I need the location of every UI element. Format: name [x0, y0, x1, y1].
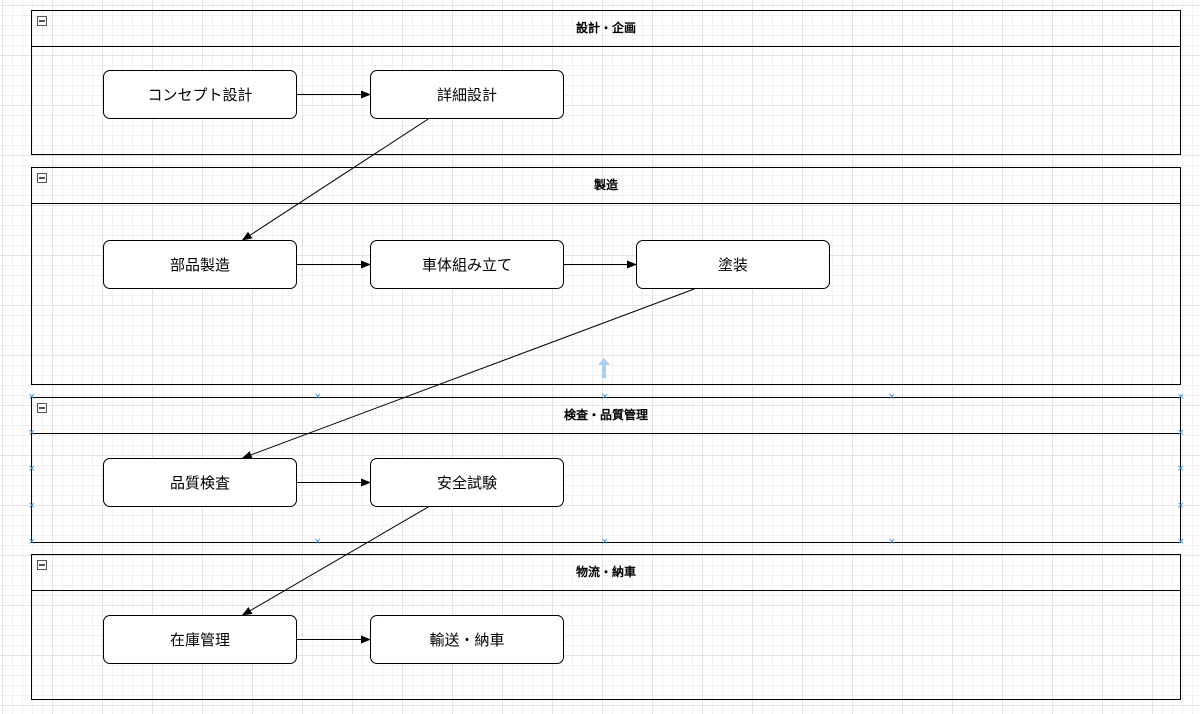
resize-handle[interactable] [1177, 466, 1184, 473]
node-label: 塗装 [717, 256, 748, 274]
collapse-icon[interactable] [37, 560, 47, 570]
collapse-icon[interactable] [37, 16, 47, 26]
collapse-icon[interactable] [37, 403, 47, 413]
lane-title: 設計・企画 [575, 21, 636, 35]
node-label: 品質検査 [169, 474, 230, 492]
node-label: 安全試験 [436, 474, 497, 492]
lane-logistics[interactable]: 物流・納車 [31, 554, 1181, 700]
collapse-icon[interactable] [37, 173, 47, 183]
lane-header[interactable]: 検査・品質管理 [32, 398, 1180, 434]
node-label: 輸送・納車 [429, 631, 505, 649]
lane-design[interactable]: 設計・企画 [31, 10, 1181, 155]
node-concept-design[interactable]: コンセプト設計 [103, 70, 297, 119]
node-label: 在庫管理 [169, 631, 230, 649]
lane-title: 物流・納車 [575, 565, 636, 579]
resize-handle[interactable] [1177, 503, 1184, 510]
resize-handle[interactable] [28, 503, 35, 510]
lane-header[interactable]: 製造 [32, 168, 1180, 204]
resize-handle[interactable] [1177, 430, 1184, 437]
resize-handle[interactable] [314, 539, 321, 546]
node-inventory-management[interactable]: 在庫管理 [103, 615, 297, 664]
resize-handle[interactable] [601, 539, 608, 546]
resize-handle[interactable] [1177, 539, 1184, 546]
node-safety-test[interactable]: 安全試験 [370, 458, 564, 507]
lane-title: 製造 [593, 178, 618, 192]
node-label: コンセプト設計 [147, 86, 253, 104]
node-body-assembly[interactable]: 車体組み立て [370, 240, 564, 289]
resize-handle[interactable] [28, 430, 35, 437]
resize-handle[interactable] [28, 394, 35, 401]
move-up-arrow-icon[interactable] [598, 358, 610, 378]
node-painting[interactable]: 塗装 [636, 240, 830, 289]
node-transport-delivery[interactable]: 輸送・納車 [370, 615, 564, 664]
node-quality-inspection[interactable]: 品質検査 [103, 458, 297, 507]
resize-handle[interactable] [1177, 394, 1184, 401]
lane-header[interactable]: 設計・企画 [32, 11, 1180, 47]
resize-handle[interactable] [888, 394, 895, 401]
resize-handle[interactable] [601, 394, 608, 401]
node-label: 車体組み立て [421, 256, 512, 274]
resize-handle[interactable] [314, 394, 321, 401]
node-label: 詳細設計 [436, 86, 497, 104]
node-parts-manufacturing[interactable]: 部品製造 [103, 240, 297, 289]
resize-handle[interactable] [28, 539, 35, 546]
lane-header[interactable]: 物流・納車 [32, 555, 1180, 591]
lane-title: 検査・品質管理 [563, 408, 648, 422]
resize-handle[interactable] [888, 539, 895, 546]
node-detail-design[interactable]: 詳細設計 [370, 70, 564, 119]
node-label: 部品製造 [169, 256, 230, 274]
resize-handle[interactable] [28, 466, 35, 473]
